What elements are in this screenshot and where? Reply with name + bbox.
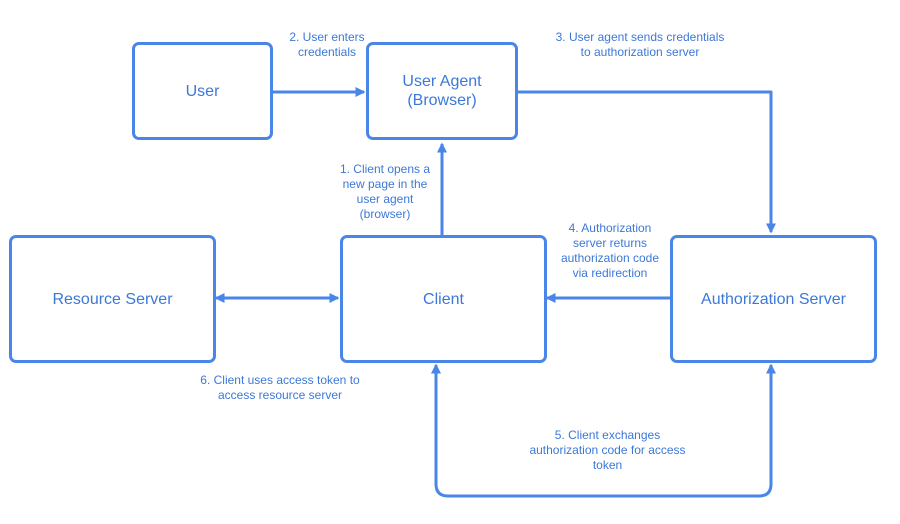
authorization-server-box-label: Authorization Server (701, 290, 846, 308)
step-1-label: 1. Client opens a new page in the user a… (339, 162, 431, 221)
step-6-label: 6. Client uses access token to access re… (200, 373, 360, 402)
user-agent-box: User Agent (Browser) (366, 42, 518, 140)
step-4-label: 4. Authorization server returns authoriz… (560, 221, 660, 280)
resource-server-box: Resource Server (9, 235, 216, 363)
arrow-user-agent-to-authorization-server (518, 90, 776, 234)
step-3-label: 3. User agent sends credentials to autho… (555, 30, 725, 59)
arrow-client-authorization-server-exchange (431, 363, 776, 498)
user-agent-box-label: User Agent (Browser) (402, 73, 482, 109)
client-box: Client (340, 235, 547, 363)
step-5-label: 5. Client exchanges authorization code f… (529, 428, 686, 472)
step-2-label: 2. User enters credentials (289, 30, 365, 59)
user-box: User (132, 42, 273, 140)
user-box-label: User (185, 82, 220, 100)
client-box-label: Client (423, 290, 464, 308)
authorization-server-box: Authorization Server (670, 235, 877, 363)
resource-server-box-label: Resource Server (52, 290, 173, 308)
